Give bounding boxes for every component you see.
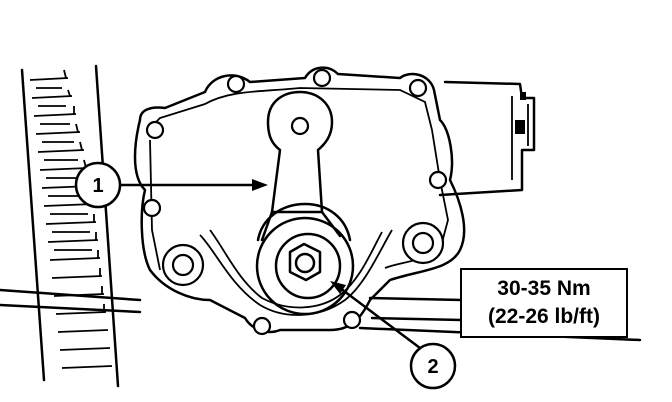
bolt-hole <box>312 68 332 88</box>
callout-2-label: 2 <box>427 356 438 378</box>
bolt-hole <box>408 78 428 98</box>
callout-1: 1 <box>74 161 122 209</box>
bolt-hole <box>145 120 165 140</box>
transmission-case <box>0 64 142 388</box>
torque-metric: 30-35 Nm <box>497 277 591 300</box>
shaft-boss <box>255 216 355 316</box>
bolt-holes <box>142 68 448 336</box>
bolt-hole <box>428 170 448 190</box>
shaft-washer <box>274 232 342 300</box>
lever-pin-hole <box>290 116 310 136</box>
bolt-hole <box>342 310 362 330</box>
torque-spec-box: 30-35 Nm (22-26 lb/ft) <box>460 268 628 338</box>
cover-plate <box>133 66 466 334</box>
bolt-hole <box>252 316 272 336</box>
reference-line-lower <box>370 316 464 322</box>
shaft-assembly <box>255 202 355 316</box>
bosses <box>161 221 445 287</box>
inner-ribs <box>199 229 393 316</box>
electrical-connector <box>438 80 536 197</box>
bolt-hole <box>226 74 246 94</box>
reference-line-upper <box>368 296 464 302</box>
bolt-hole <box>142 198 162 218</box>
leader-lines <box>118 179 465 350</box>
callout-2: 2 <box>409 342 457 390</box>
hex-nut <box>288 242 322 282</box>
callout-1-label: 1 <box>92 175 103 197</box>
torque-imperial: (22-26 lb/ft) <box>487 305 600 328</box>
